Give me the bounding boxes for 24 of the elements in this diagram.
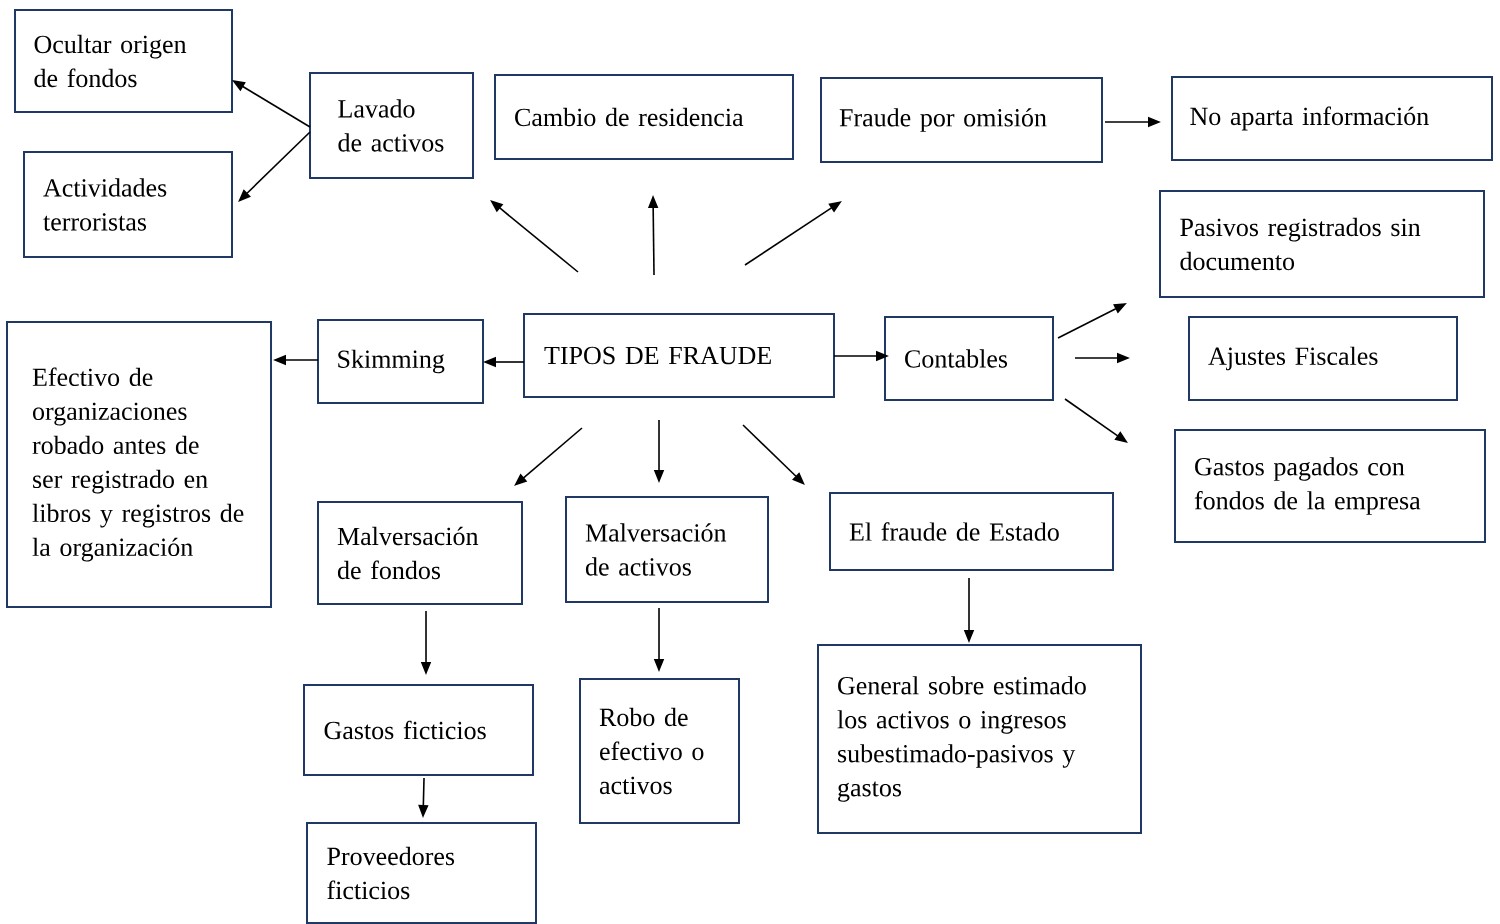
process-box: Malversación de activos bbox=[565, 496, 769, 603]
process-box: Ocultar origen de fondos bbox=[14, 9, 233, 113]
arrow bbox=[238, 131, 311, 202]
arrow bbox=[742, 424, 805, 485]
process-box: Fraude por omisión bbox=[820, 77, 1103, 163]
process-box: Gastos ficticios bbox=[303, 684, 534, 776]
process-box: Gastos pagados con fondos de la empresa bbox=[1174, 429, 1486, 543]
process-box: Proveedores ficticios bbox=[306, 822, 537, 924]
process-box: TIPOS DE FRAUDE bbox=[523, 313, 835, 398]
process-box: Cambio de residencia bbox=[494, 74, 794, 160]
process-box: Skimming bbox=[317, 319, 484, 404]
process-box: El fraude de Estado bbox=[829, 492, 1114, 571]
arrow bbox=[514, 427, 583, 486]
process-box: Efectivo de organizaciones robado antes de ser registrado en libros y registros de la organización bbox=[6, 321, 272, 608]
arrow bbox=[490, 200, 579, 273]
process-box: Contables bbox=[884, 316, 1054, 401]
process-box: Malversación de fondos bbox=[317, 501, 523, 605]
process-box: General sobre estimado los activos o ingresos subestimado-pasivos y gastos bbox=[817, 644, 1142, 834]
process-box: Actividades terroristas bbox=[23, 151, 233, 258]
process-box: No aparta información bbox=[1171, 76, 1493, 161]
process-box: Robo de efectivo o activos bbox=[579, 678, 740, 824]
process-box: Ajustes Fiscales bbox=[1188, 316, 1458, 401]
process-box: Lavado de activos bbox=[309, 72, 474, 179]
process-box: Pasivos registrados sin documento bbox=[1159, 190, 1485, 298]
